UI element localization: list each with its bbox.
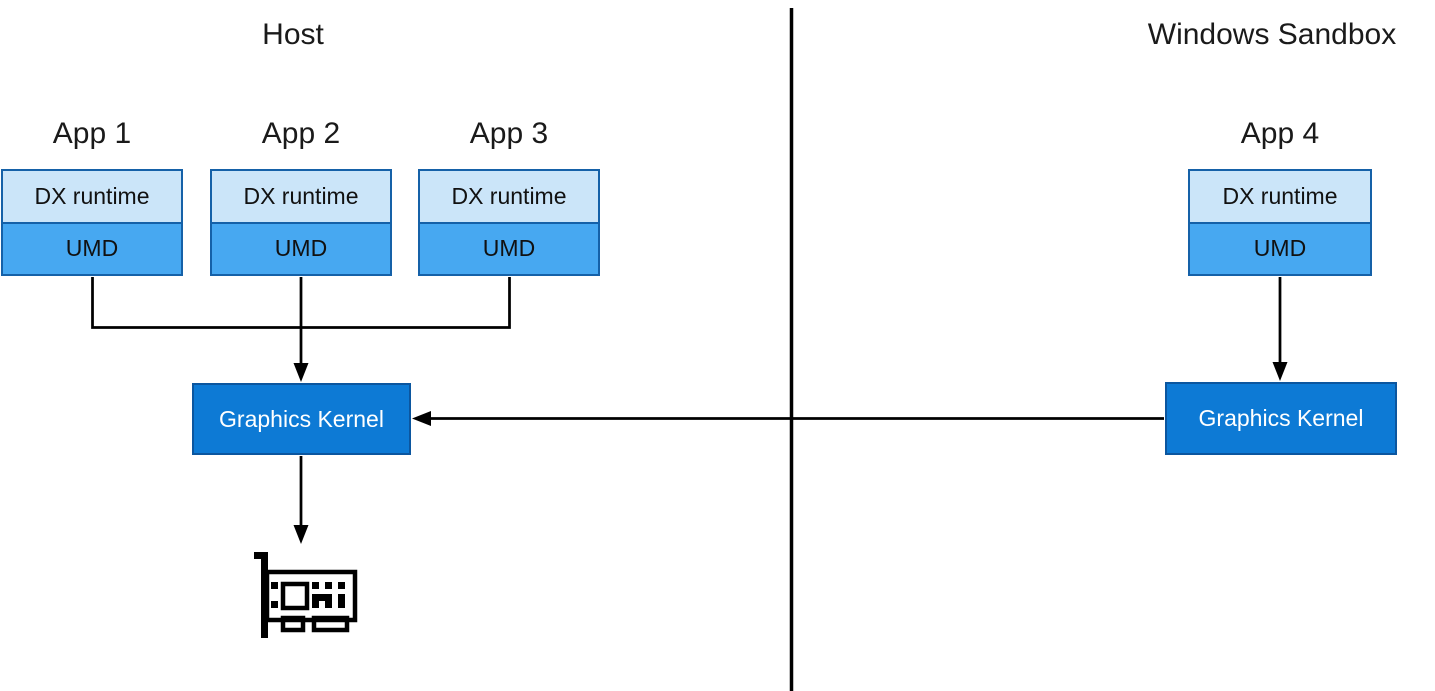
app3-stack: App 3 DX runtime UMD [418,112,600,276]
app2-dx-runtime-layer: DX runtime [212,171,390,224]
arrowhead-sandbox-kernel-to-host-kernel [412,411,431,426]
app4-label: App 4 [1240,117,1320,150]
app3-umd-layer: UMD [420,223,598,274]
app2-umd-layer: UMD [212,223,390,274]
app4-umd-layer: UMD [1190,223,1370,274]
app1-box: DX runtime UMD [1,169,183,276]
app3-dx-runtime-layer: DX runtime [420,171,598,224]
app1-dx-runtime-layer: DX runtime [3,171,181,224]
app3-box: DX runtime UMD [418,169,600,276]
host-graphics-kernel-box: Graphics Kernel [192,383,411,455]
app1-stack: App 1 DX runtime UMD [1,112,183,276]
app2-box: DX runtime UMD [210,169,392,276]
arrowhead-app4-to-kernel [1272,362,1288,381]
app4-box: DX runtime UMD [1188,169,1372,276]
arrowhead-app2-to-kernel [293,363,309,382]
app2-stack: App 2 DX runtime UMD [210,112,392,276]
app1-umd-layer: UMD [3,223,181,274]
app3-label: App 3 [469,117,549,150]
app4-stack: App 4 DX runtime UMD [1188,112,1372,276]
gpu-card-icon [254,552,358,638]
sandbox-section-title: Windows Sandbox [1147,18,1397,51]
app4-dx-runtime-layer: DX runtime [1190,171,1370,224]
host-section-title: Host [262,18,324,51]
app2-label: App 2 [261,117,341,150]
sandbox-graphics-kernel-box: Graphics Kernel [1165,382,1397,455]
app1-label: App 1 [52,117,132,150]
arrowhead-kernel-to-gpu [293,525,309,544]
